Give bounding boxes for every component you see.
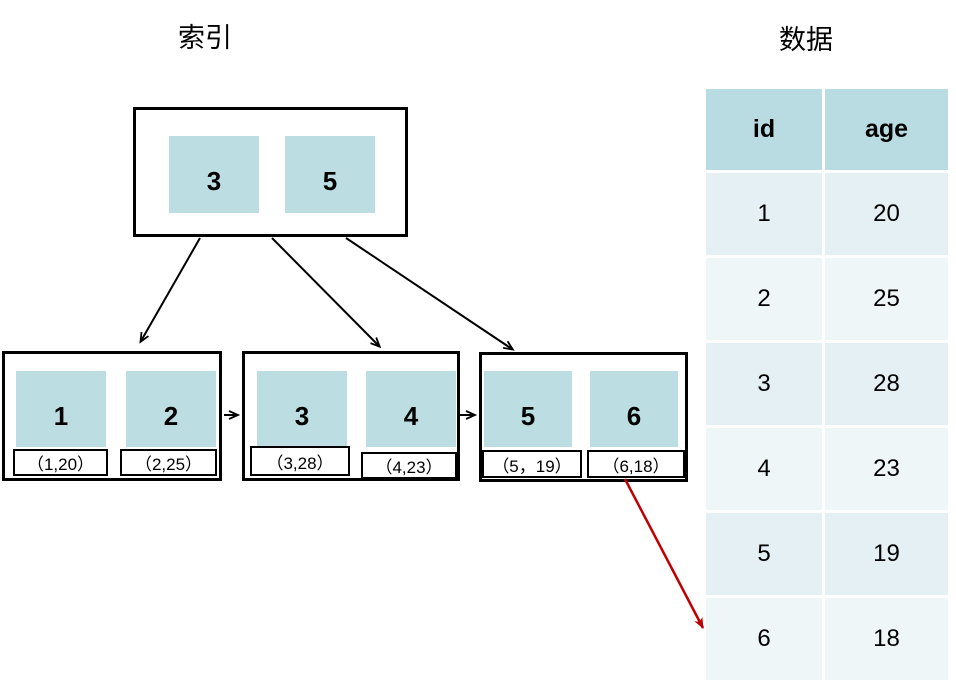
record-label: （1,20） [13, 449, 108, 476]
table-cell-id: 6 [706, 598, 822, 680]
leaf-node-1: 1 2 （1,20） （2,25） [2, 351, 222, 481]
table-cell-id: 5 [706, 513, 822, 595]
record-label: （3,28） [250, 446, 350, 476]
record-label: （2,25） [120, 449, 217, 476]
table-cell-id: 4 [706, 428, 822, 510]
root-node: 3 5 [133, 107, 408, 237]
table-cell-id: 1 [706, 173, 822, 255]
red-arrow-record6-to-row6 [623, 478, 705, 629]
record-label: （6,18） [587, 450, 685, 478]
data-section-title: 数据 [779, 25, 833, 56]
table-cell-age: 28 [825, 343, 948, 425]
table-row: 1 20 [706, 173, 948, 255]
table-cell-age: 23 [825, 428, 948, 510]
arrow-root-to-leaf3 [345, 237, 515, 351]
table-cell-id: 2 [706, 258, 822, 340]
root-key-cell: 3 [169, 136, 259, 213]
table-row: 3 28 [706, 343, 948, 425]
leaf-key-cell: 6 [590, 371, 678, 447]
leaf-key-cell: 1 [16, 371, 106, 447]
table-cell-age: 20 [825, 173, 948, 255]
data-table: id age 1 20 2 25 3 28 4 23 5 19 6 18 [706, 89, 948, 680]
table-header-row: id age [706, 89, 948, 170]
root-key-cell: 5 [285, 136, 375, 213]
leaf-key-cell: 4 [366, 371, 456, 447]
arrow-root-to-leaf2 [271, 237, 382, 349]
record-label: （5，19） [482, 450, 582, 478]
table-row: 5 19 [706, 513, 948, 595]
leaf-node-2: 3 4 （3,28） （4,23） [242, 351, 460, 481]
table-cell-age: 25 [825, 258, 948, 340]
arrow-root-to-leaf1 [139, 237, 201, 344]
table-row: 6 18 [706, 598, 948, 680]
leaf-key-cell: 2 [126, 371, 216, 447]
table-cell-age: 18 [825, 598, 948, 680]
table-cell-age: 19 [825, 513, 948, 595]
table-header-cell-id: id [706, 89, 822, 170]
leaf-node-3: 5 6 （5，19） （6,18） [479, 352, 688, 482]
record-label: （4,23） [361, 452, 457, 479]
table-row: 4 23 [706, 428, 948, 510]
leaf-key-cell: 5 [484, 371, 572, 447]
leaf-key-cell: 3 [257, 371, 347, 447]
table-cell-id: 3 [706, 343, 822, 425]
index-section-title: 索引 [178, 23, 232, 54]
table-row: 2 25 [706, 258, 948, 340]
table-header-cell-age: age [825, 89, 948, 170]
